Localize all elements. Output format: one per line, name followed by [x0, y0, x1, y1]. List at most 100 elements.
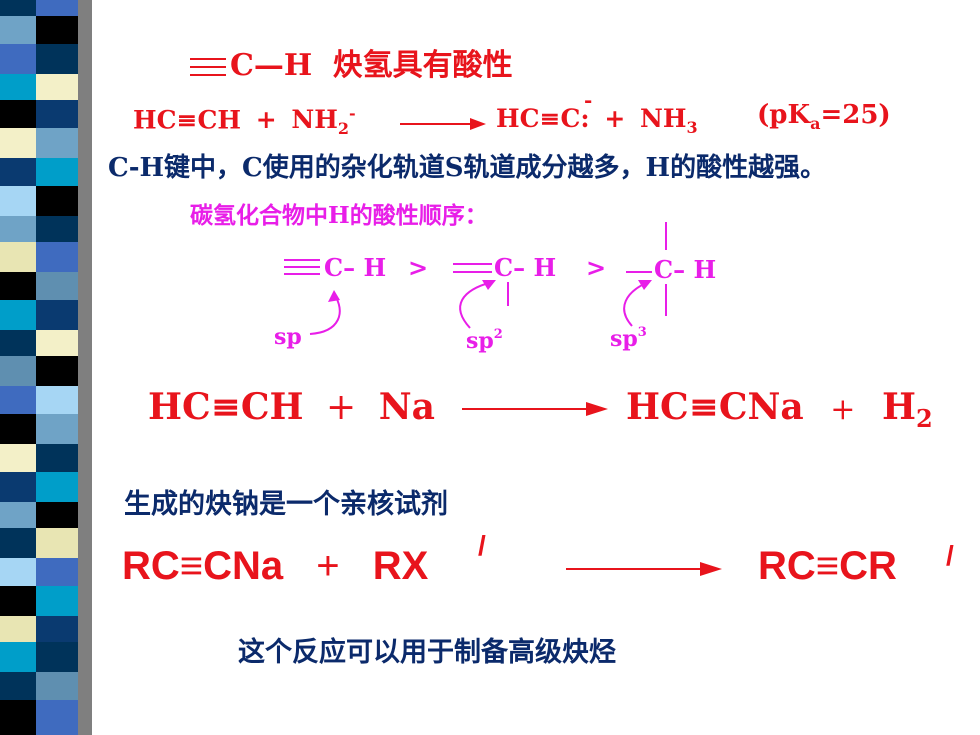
title-text: 炔氢具有酸性 — [332, 48, 513, 83]
eq2-h2: H2 — [881, 386, 933, 434]
equation-sodium: HC≡CH + Na — [148, 386, 435, 428]
stripe-block — [36, 158, 78, 186]
stripe-block — [36, 74, 78, 100]
eq1-charge: - — [584, 88, 593, 112]
eq3-reagent: RX — [372, 544, 429, 588]
label-sp3: sp3 — [610, 325, 647, 352]
stripe-block — [0, 528, 36, 558]
stripe-block — [0, 558, 36, 586]
stripe-block — [0, 616, 36, 642]
stripe-block — [36, 186, 78, 216]
stripe-block — [36, 616, 78, 642]
sp-ch: C– H — [324, 253, 386, 282]
hybridization-statement: C-H键中，C使用的杂化轨道S轨道成分越多，H的酸性越强。 — [108, 153, 827, 183]
gt-1: > — [408, 253, 428, 282]
eq2-product-group: HC≡CNa + H2 — [626, 386, 933, 433]
sp2-arrowhead — [482, 280, 496, 290]
stripe-block — [0, 300, 36, 330]
sp2-pointer-arrow — [459, 281, 493, 329]
eq1-product: HC≡C — [496, 104, 581, 133]
stripe-block — [36, 16, 78, 44]
label-sp: sp — [274, 324, 302, 350]
stripe-block — [0, 586, 36, 616]
gt-2: > — [586, 253, 606, 282]
eq2-reagent: Na — [378, 386, 435, 428]
eq3-arrow — [566, 562, 722, 576]
stripe-block — [0, 414, 36, 444]
stripe-block — [36, 672, 78, 700]
acidity-order-diagram: C– H > C– H > C– H sp sp2 sp3 — [274, 222, 716, 354]
eq1-arrow — [400, 118, 486, 130]
alkynide-nucleophile-text: 生成的炔钠是一个亲核试剂 — [124, 489, 448, 520]
sp-arrowhead — [328, 290, 340, 302]
eq2-plus: + — [326, 387, 357, 428]
eq1-plus: + — [255, 105, 277, 135]
stripe-block — [36, 642, 78, 672]
eq2-arrow — [462, 402, 608, 416]
stripe-block — [0, 216, 36, 242]
stripe-block — [0, 272, 36, 300]
stripe-block — [36, 330, 78, 356]
stripe-block — [0, 186, 36, 216]
stripe-block — [0, 642, 36, 672]
stripe-block — [36, 242, 78, 272]
stripe-block — [0, 502, 36, 528]
stripe-block — [0, 386, 36, 414]
eq1-colon: : — [580, 104, 590, 133]
stripe-block — [0, 100, 36, 128]
stripe-block — [36, 300, 78, 330]
stripe-block — [0, 444, 36, 472]
conclusion-text: 这个反应可以用于制备高级炔烃 — [238, 637, 616, 668]
stripe-block — [36, 356, 78, 386]
stripe-block — [0, 16, 36, 44]
stripe-block — [36, 502, 78, 528]
eq1-product-group: HC≡C: + NH3 — [496, 104, 698, 137]
acidity-order-title: 碳氢化合物中H的酸性顺序： — [190, 202, 488, 229]
title-ch: C—H — [230, 48, 313, 83]
stripe-block — [0, 44, 36, 74]
stripe-block — [36, 586, 78, 616]
stripe-block — [0, 330, 36, 356]
stripe-block — [36, 700, 78, 735]
eq1-pka: (pKa=25) — [757, 100, 891, 134]
title-line: C—H 炔氢具有酸性 — [190, 40, 513, 84]
stripe-block — [0, 158, 36, 186]
equation-deprotonation: HC≡CH + NH2- — [133, 104, 356, 138]
eq1-reactant: HC≡CH — [133, 105, 241, 135]
stripe-block — [36, 558, 78, 586]
label-sp2: sp2 — [466, 327, 503, 354]
stripe-block — [0, 74, 36, 100]
eq2-reactant: HC≡CH — [148, 386, 304, 428]
eq2-plus2: + — [830, 392, 856, 427]
eq1-plus2: + — [604, 104, 626, 133]
stripe-block — [36, 414, 78, 444]
stripe-block — [36, 386, 78, 414]
stripe-block — [0, 672, 36, 700]
eq3-reactant: RC≡CNa — [122, 544, 284, 588]
stripe-block — [36, 272, 78, 300]
eq3-product: RC≡CR — [758, 544, 897, 588]
stripe-block — [0, 0, 36, 16]
eq3-reagent-prime: / — [478, 530, 486, 561]
eq2-product: HC≡CNa — [626, 386, 804, 428]
eq1-base: NH2- — [291, 104, 356, 139]
eq1-nh3: NH3 — [640, 104, 698, 137]
stripe-block — [0, 700, 36, 735]
triple-bond-symbol — [190, 56, 226, 78]
stripe-block — [36, 472, 78, 502]
eq3-product-prime: / — [946, 540, 954, 571]
sp3-ch: C– H — [654, 255, 716, 284]
decorative-stripe-column — [0, 0, 108, 735]
stripe-block — [36, 216, 78, 242]
stripe-block — [0, 356, 36, 386]
equation-alkylation: RC≡CNa + RX — [122, 544, 428, 589]
stripe-block — [36, 0, 78, 16]
stripe-shadow — [78, 0, 92, 735]
stripe-block — [0, 128, 36, 158]
stripe-block — [0, 472, 36, 502]
stripe-block — [36, 44, 78, 74]
stripe-block — [0, 242, 36, 272]
eq3-plus: + — [316, 544, 340, 588]
stripe-block — [36, 528, 78, 558]
stripe-block — [36, 128, 78, 158]
